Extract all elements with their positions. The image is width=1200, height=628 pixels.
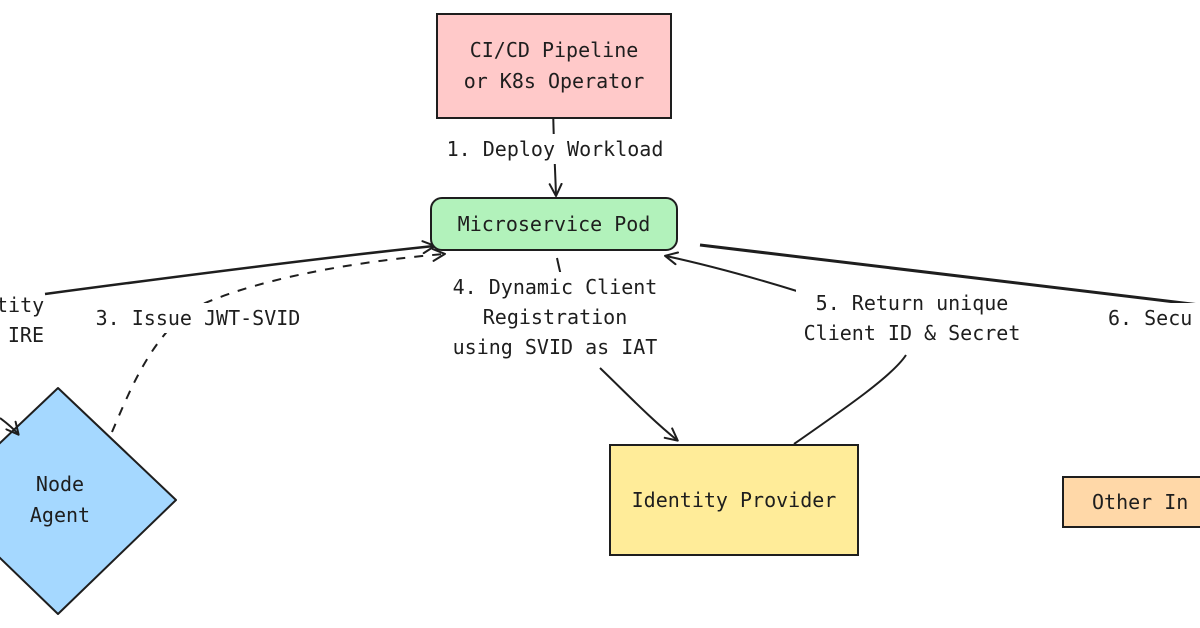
edge-label-issue-jwt-svid: 3. Issue JWT-SVID: [80, 303, 316, 333]
other-node-label: Other In: [1092, 489, 1189, 514]
edge-label-dynamic-client-registration: 4. Dynamic Client Registration using SVI…: [430, 272, 680, 362]
edge-label-identity-request: tity IRE: [0, 293, 45, 347]
edge-label-secure: 6. Secu: [1108, 303, 1200, 333]
microservice-pod-node[interactable]: Microservice Pod: [430, 197, 678, 251]
edge-secure-communication: [699, 243, 1200, 307]
edge-return-client-secret: [666, 256, 907, 445]
other-node[interactable]: Other In: [1062, 476, 1200, 528]
microservice-pod-label: Microservice Pod: [457, 211, 651, 236]
edge-label-deploy-workload: 1. Deploy Workload: [442, 134, 668, 164]
node-agent-label: Node Agent: [29, 472, 91, 527]
edge-label-return-client-secret: 5. Return unique Client ID & Secret: [796, 288, 1028, 348]
identity-provider-label: Identity Provider: [631, 487, 837, 512]
pipeline-node-label: CI/CD Pipeline or K8s Operator: [463, 38, 645, 93]
node-agent-diamond-shape[interactable]: [0, 387, 177, 615]
edge-identity-request: [44, 240, 436, 296]
pipeline-node[interactable]: CI/CD Pipeline or K8s Operator: [436, 13, 672, 119]
edge-issue-jwt-svid: [111, 247, 446, 433]
node-agent-node[interactable]: Node Agent: [0, 464, 120, 536]
edge-into-node-agent: [0, 417, 20, 436]
identity-provider-node[interactable]: Identity Provider: [609, 444, 859, 556]
